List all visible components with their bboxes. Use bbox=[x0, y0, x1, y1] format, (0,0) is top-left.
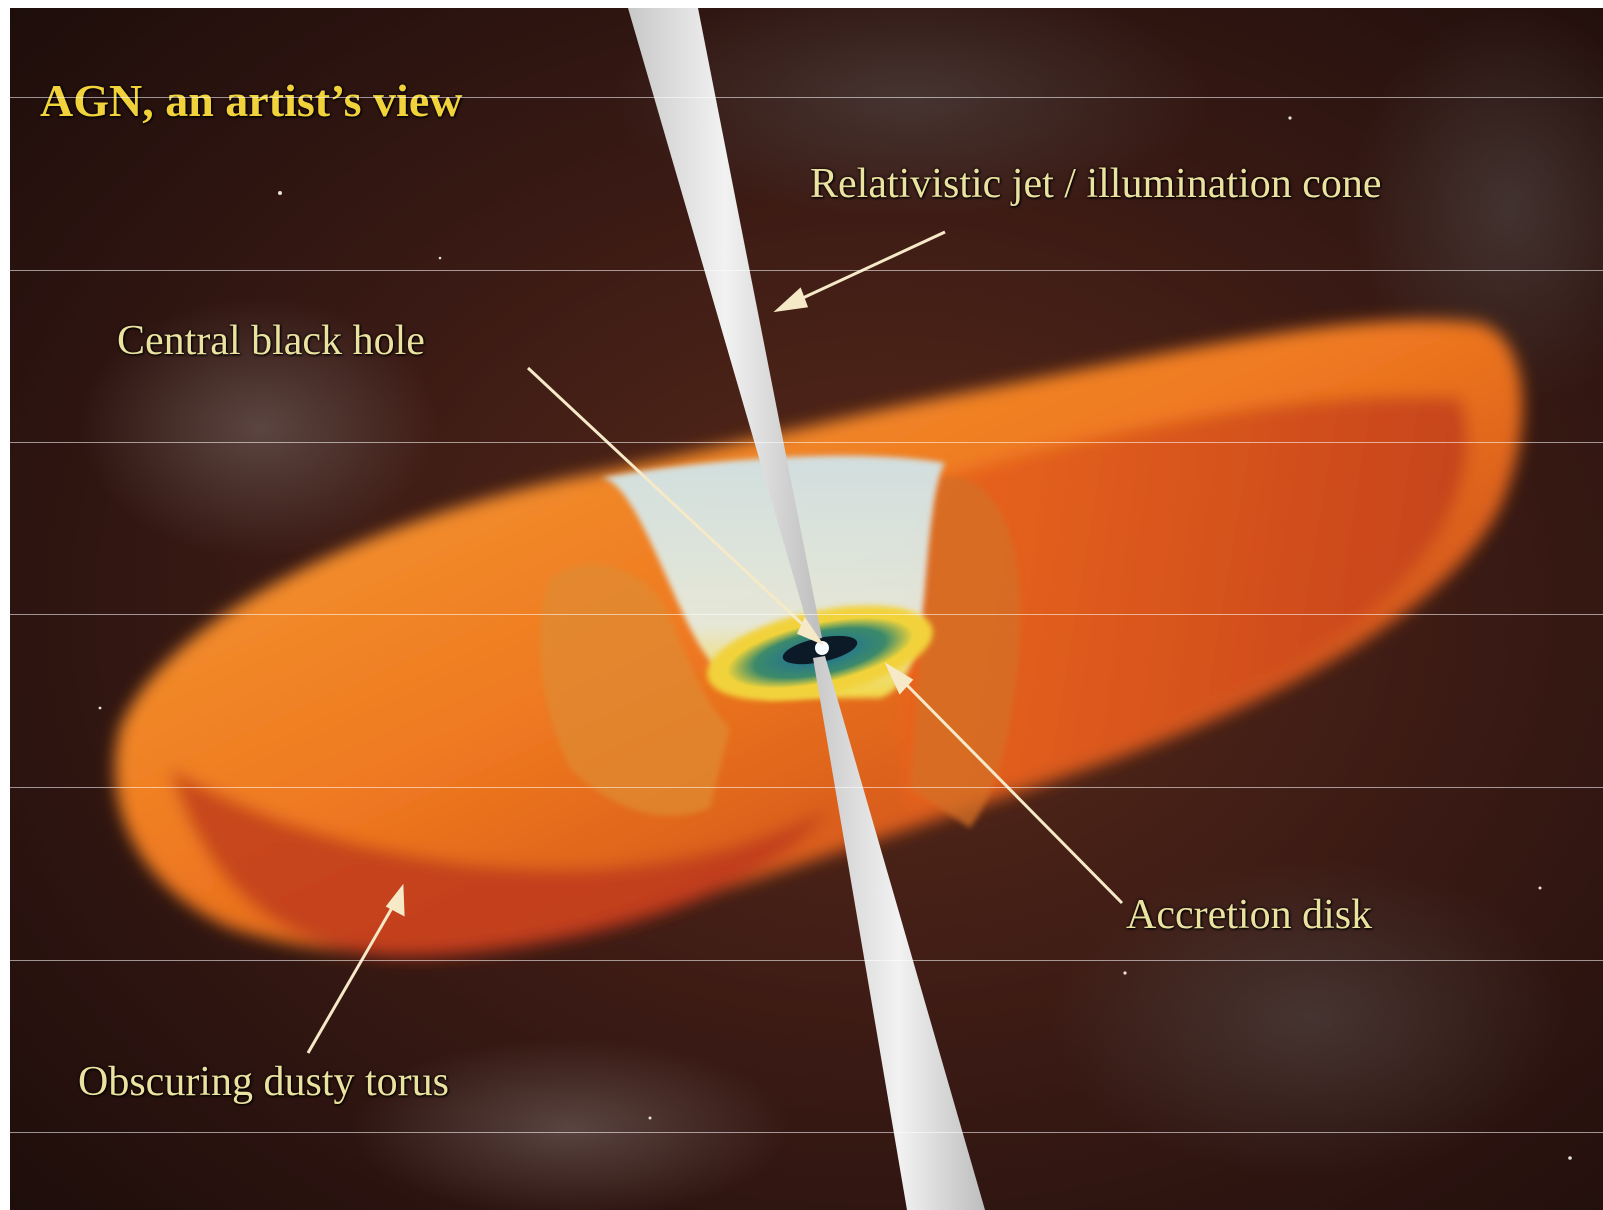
arrow-jet bbox=[791, 230, 946, 305]
arrow-black-hole bbox=[526, 366, 817, 638]
arrow-jet-head bbox=[773, 287, 809, 313]
haze-cloud bbox=[350, 1038, 790, 1210]
scan-line bbox=[0, 960, 1603, 961]
haze-cloud bbox=[610, 8, 1210, 218]
torus-inner-wall bbox=[539, 563, 730, 816]
scan-line bbox=[0, 442, 1603, 443]
relativistic-jet bbox=[628, 8, 985, 1210]
scan-line bbox=[0, 1132, 1603, 1133]
scan-line bbox=[0, 787, 1603, 788]
scan-line bbox=[0, 270, 1603, 271]
arrow-torus-head bbox=[385, 883, 405, 917]
arrow-torus bbox=[306, 900, 398, 1054]
label-relativistic-jet: Relativistic jet / illumination cone bbox=[810, 161, 1382, 207]
figure-title: AGN, an artist’s view bbox=[40, 75, 463, 126]
label-accretion-disk: Accretion disk bbox=[1126, 892, 1373, 938]
scan-line bbox=[0, 97, 1603, 98]
haze-cloud bbox=[1350, 8, 1603, 408]
agn-artwork bbox=[10, 8, 1603, 1210]
accretion-disk bbox=[707, 605, 933, 701]
pointer-arrows bbox=[306, 230, 1124, 1054]
stars bbox=[98, 116, 1572, 1160]
torus-inner-wall bbox=[910, 476, 1020, 828]
arrow-accretion-disk-head bbox=[884, 662, 914, 695]
haze-cloud bbox=[1050, 858, 1570, 1178]
black-hole bbox=[815, 641, 829, 655]
arrow-black-hole-head bbox=[796, 616, 825, 646]
scan-line bbox=[0, 614, 1603, 615]
haze-cloud bbox=[80, 298, 440, 558]
label-dusty-torus: Obscuring dusty torus bbox=[78, 1059, 449, 1105]
label-central-black-hole: Central black hole bbox=[117, 318, 425, 364]
arrow-accretion-disk bbox=[896, 674, 1124, 905]
agn-illustration: AGN, an artist’s view Relativistic jet /… bbox=[10, 8, 1603, 1210]
